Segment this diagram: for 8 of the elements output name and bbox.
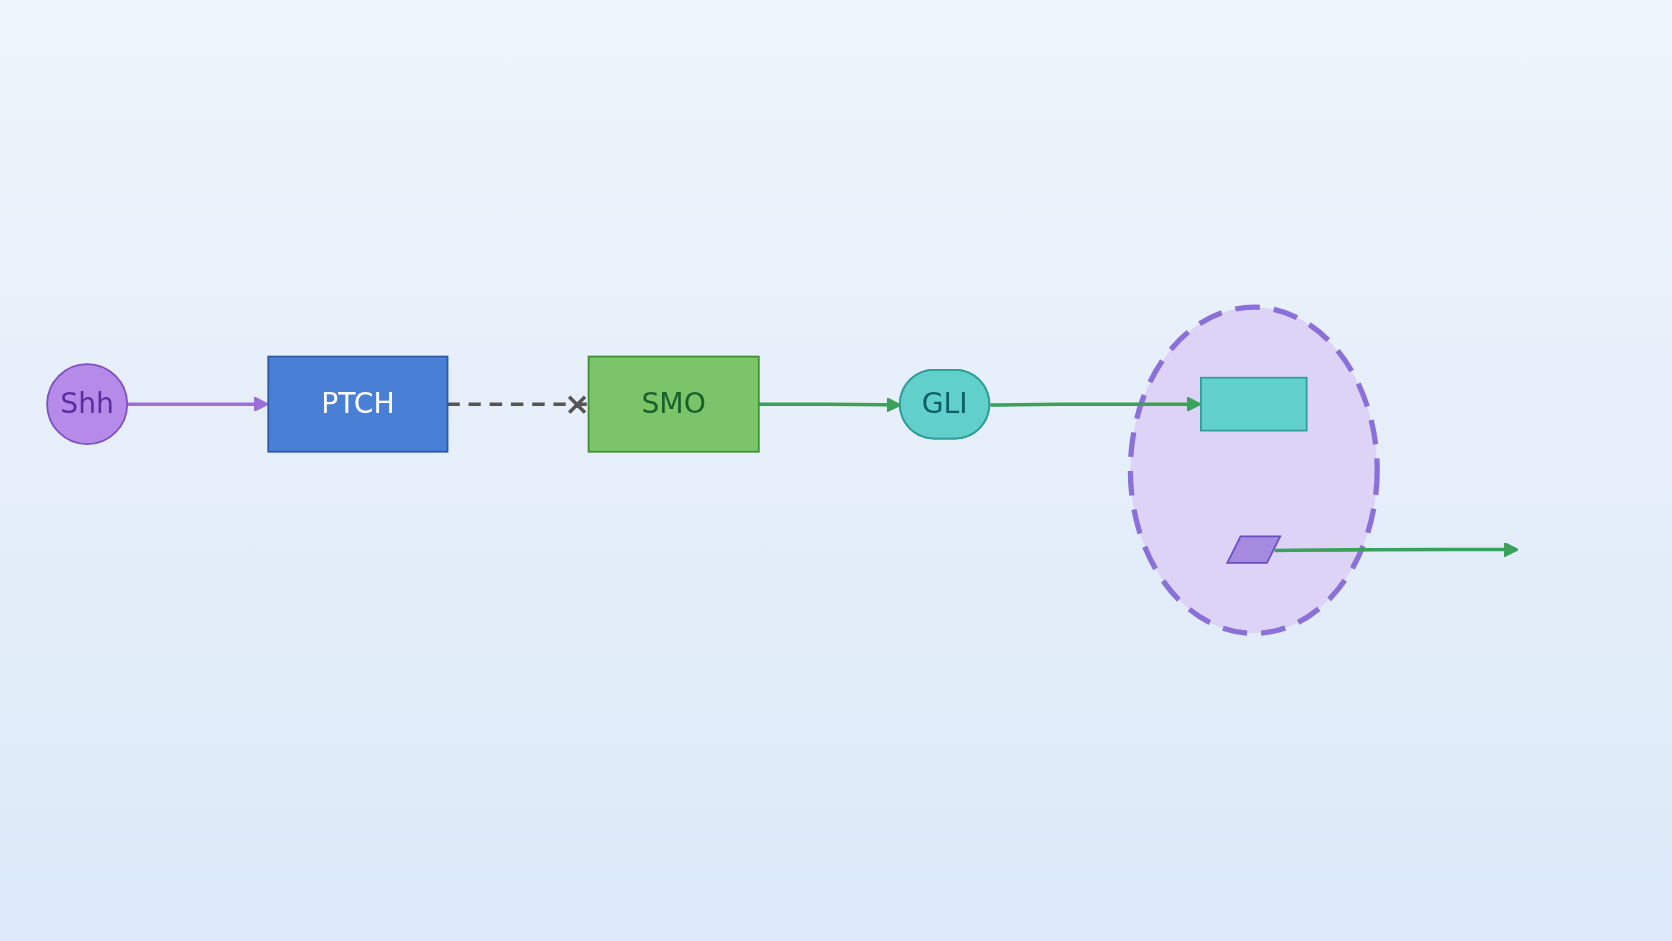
arrow <box>1274 542 1520 558</box>
node-box: PTCH <box>267 355 449 453</box>
connector <box>447 395 589 415</box>
node-picture <box>1226 535 1283 564</box>
node-circle: Shh <box>46 363 129 446</box>
node-box: SMO <box>588 355 761 453</box>
node-box <box>1200 377 1308 432</box>
cluster <box>1128 304 1381 637</box>
